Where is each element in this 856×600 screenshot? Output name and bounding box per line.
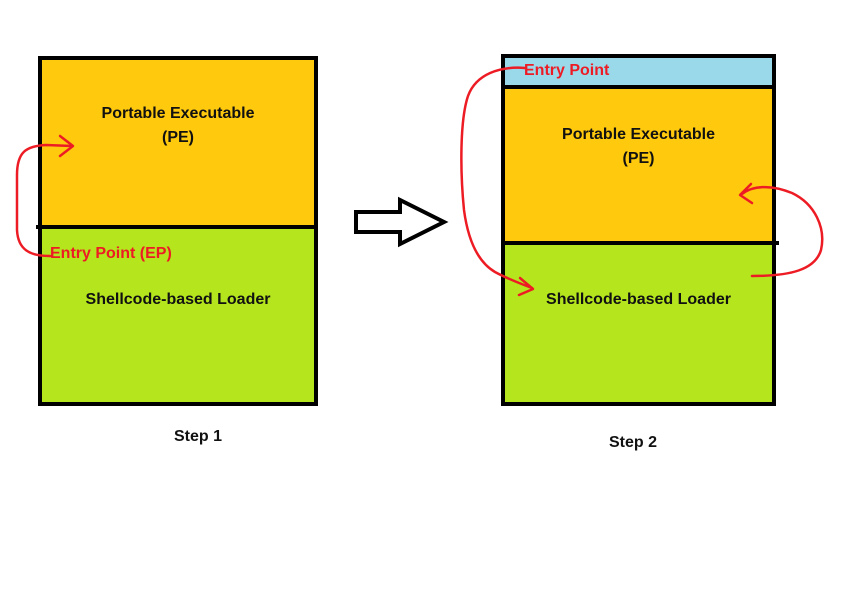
step2-entry-point-section xyxy=(503,56,774,87)
step2-loader-label: Shellcode-based Loader xyxy=(546,291,731,308)
step1-jump-arrowhead xyxy=(58,134,75,158)
right-arrow-icon xyxy=(354,196,449,248)
step1-loader-label: Shellcode-based Loader xyxy=(85,291,271,308)
step2-divider-top xyxy=(501,85,776,89)
step1-pe-abbr: (PE) xyxy=(162,129,194,146)
step1-jump-arrow xyxy=(15,143,74,258)
step2-return-arrowhead xyxy=(738,182,754,205)
step1-entry-point-label: Entry Point (EP) xyxy=(50,245,172,262)
step2-pe-section: Portable Executable (PE) xyxy=(503,87,774,244)
step2-entry-arrow xyxy=(460,66,534,290)
step2-divider-bottom xyxy=(501,241,779,245)
step1-divider xyxy=(36,225,318,229)
step2-entry-point-label: Entry Point xyxy=(524,62,610,79)
step1-pe-title: Portable Executable xyxy=(101,105,255,122)
step2-return-arrow xyxy=(740,185,824,278)
step2-caption: Step 2 xyxy=(609,434,658,451)
step1-loader-section: Shellcode-based Loader xyxy=(40,228,316,404)
step2-pe-abbr: (PE) xyxy=(622,150,655,167)
step2-entry-arrowhead xyxy=(517,276,535,297)
step1-pe-section: Portable Executable (PE) xyxy=(40,58,316,228)
step2-pe-title: Portable Executable xyxy=(562,126,715,143)
step1-caption: Step 1 xyxy=(174,428,223,445)
step2-loader-section: Shellcode-based Loader xyxy=(503,244,774,404)
